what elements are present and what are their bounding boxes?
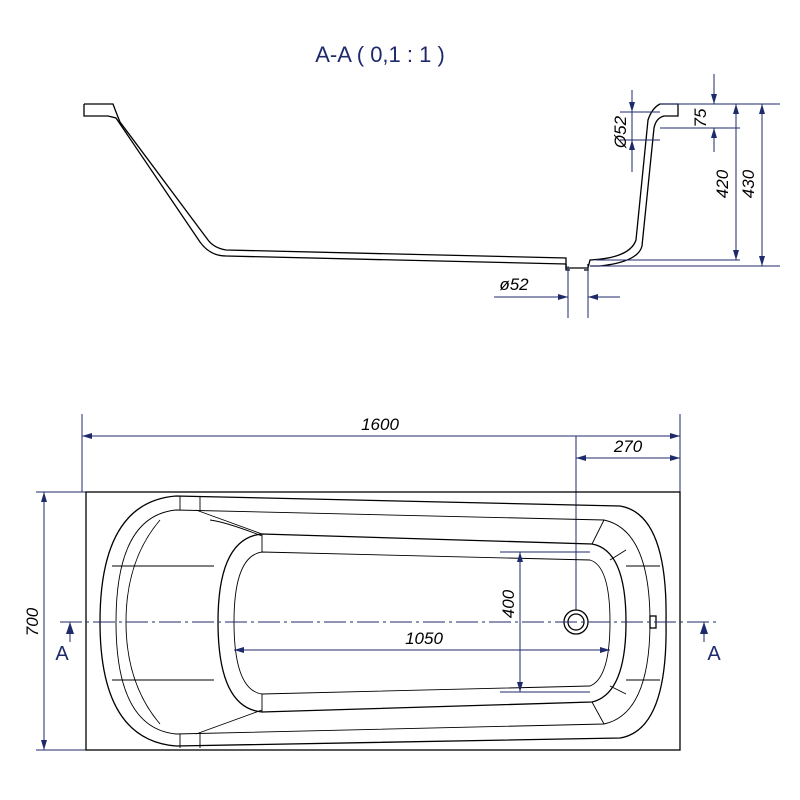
dim-drain-offset: 270 xyxy=(613,437,643,456)
dim-overflow-diameter: Ø52 xyxy=(611,115,630,149)
section-view: A-A ( 0,1 : 1 ) 75 Ø52 420 430 xyxy=(83,42,780,318)
dim-length: 1600 xyxy=(361,415,399,434)
dim-width: 700 xyxy=(23,607,42,636)
section-mark-left: A xyxy=(55,643,69,665)
section-title: A-A ( 0,1 : 1 ) xyxy=(315,42,445,67)
plan-view: 1600 270 700 xyxy=(23,414,721,751)
basin-floor xyxy=(217,533,627,713)
dim-rim-depth: 75 xyxy=(691,108,710,127)
tub-section-profile xyxy=(84,103,679,269)
dim-total-depth: 430 xyxy=(739,169,758,198)
tub-rim-outline xyxy=(85,491,681,751)
basin-outer xyxy=(99,495,667,747)
dim-inner-width: 400 xyxy=(499,589,518,618)
section-mark-right: A xyxy=(707,643,721,665)
dim-inner-length: 1050 xyxy=(405,629,443,648)
dim-drain-diameter: ø52 xyxy=(499,275,529,294)
tub-section-outline xyxy=(83,104,567,265)
drain-pipe xyxy=(565,264,589,271)
dim-inner-depth: 420 xyxy=(713,169,732,198)
